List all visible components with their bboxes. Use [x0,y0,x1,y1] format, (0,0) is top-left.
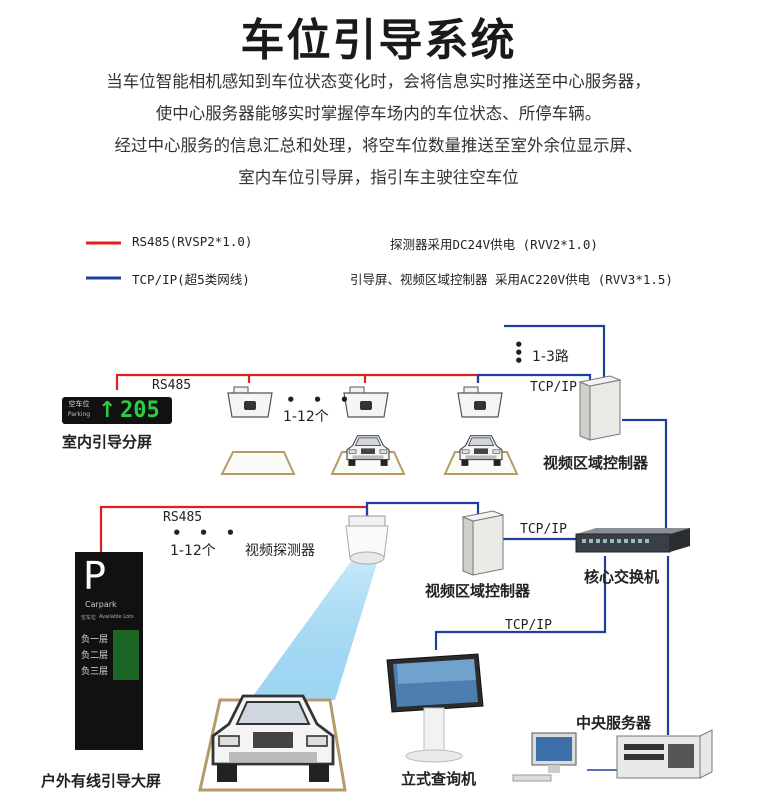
legend-rs485: RS485(RVSP2*1.0) [132,234,253,249]
outdoor-sign-sub-left: 空车位 [81,615,97,621]
indoor-sign-bottom-label: Parking [67,411,91,418]
legend-detector-power: 探测器采用DC24V供电 (RVV2*1.0) [390,237,598,252]
outdoor-sign-brand: Carpark [85,600,117,609]
tcp-mid-label: TCP/IP [520,522,567,537]
core-switch-icon [575,528,690,553]
intro-line-4: 室内车位引导屏，指引车主驶往空车位 [238,168,519,187]
intro-line-3: 经过中心服务的信息汇总和处理，将空车位数量推送至室外余位显示屏、 [114,136,643,155]
indoor-sign-count: 205 [120,398,160,423]
up-arrow-icon: ↑ [98,398,117,423]
tcp-bottom-label: TCP/IP [505,618,552,633]
core-switch-label: 核心交换机 [584,568,660,586]
controller-to-switch-wire [622,418,668,530]
floor-label-1: 负一层 [81,635,109,645]
camera-icon-3 [457,386,503,418]
zone-controller-top-label: 视频区域控制器 [543,454,649,472]
empty-bay [220,451,296,475]
zone-controller-mid-label: 视频区域控制器 [425,582,531,600]
routes-wire [504,324,606,386]
switch-to-kiosk-wire [434,556,607,650]
rs485-left-label: RS485 [163,510,203,525]
camera-icon-1 [227,386,273,418]
rs485-top-label: RS485 [152,378,192,393]
video-detector-icon [345,515,389,565]
outdoor-screen-label: 户外有线引导大屏 [41,772,162,790]
parking-letter: P [83,554,106,598]
count-top-label: 1-12个 [283,409,329,425]
detector-to-controller-wire [365,501,480,520]
kiosk-label: 立式查询机 [401,770,477,788]
floor-count-display [113,630,139,680]
server-label: 中央服务器 [576,714,652,732]
ellipsis-top: • • • [286,391,356,409]
floor-label-2: 负二层 [81,651,109,661]
video-detector-label: 视频探测器 [245,543,315,559]
legend-tcpip: TCP/IP(超5类网线) [132,272,250,287]
ellipsis-left: • • • [172,524,242,542]
indoor-screen-label: 室内引导分屏 [62,433,153,451]
intro-line-2: 使中心服务器能够实时掌握停车场内的车位状态、所停车辆。 [155,104,602,123]
tcp-top-label: TCP/IP [530,380,577,395]
outdoor-guidance-sign: P Carpark 空车位 Available Lots 负一层 负二层 负三层 [75,552,143,750]
server-icon [512,729,713,782]
legend-controller-power: 引导屏、视频区域控制器 采用AC220V供电 (RVV3*1.5) [350,272,673,287]
indoor-guidance-sign: 空车位 Parking ↑ 205 [62,397,172,424]
zone-controller-top-icon [579,375,621,441]
floor-label-3: 负三层 [81,667,109,677]
zone-controller-mid-icon [462,510,504,576]
outdoor-sign-sub-right: Available Lots [99,614,134,620]
routes-label: 1-3路 [532,349,569,365]
kiosk-icon [386,653,484,763]
detection-beam [250,560,378,700]
count-left-label: 1-12个 [170,543,216,559]
indoor-sign-top-label: 空车位 [68,400,90,408]
page-title: 车位引导系统 [240,15,517,66]
ellipsis-routes: ••• [514,336,524,370]
outdoor-car-icon [211,694,335,784]
intro-line-1: 当车位智能相机感知到车位状态变化时，会将信息实时推送至中心服务器， [106,72,651,91]
